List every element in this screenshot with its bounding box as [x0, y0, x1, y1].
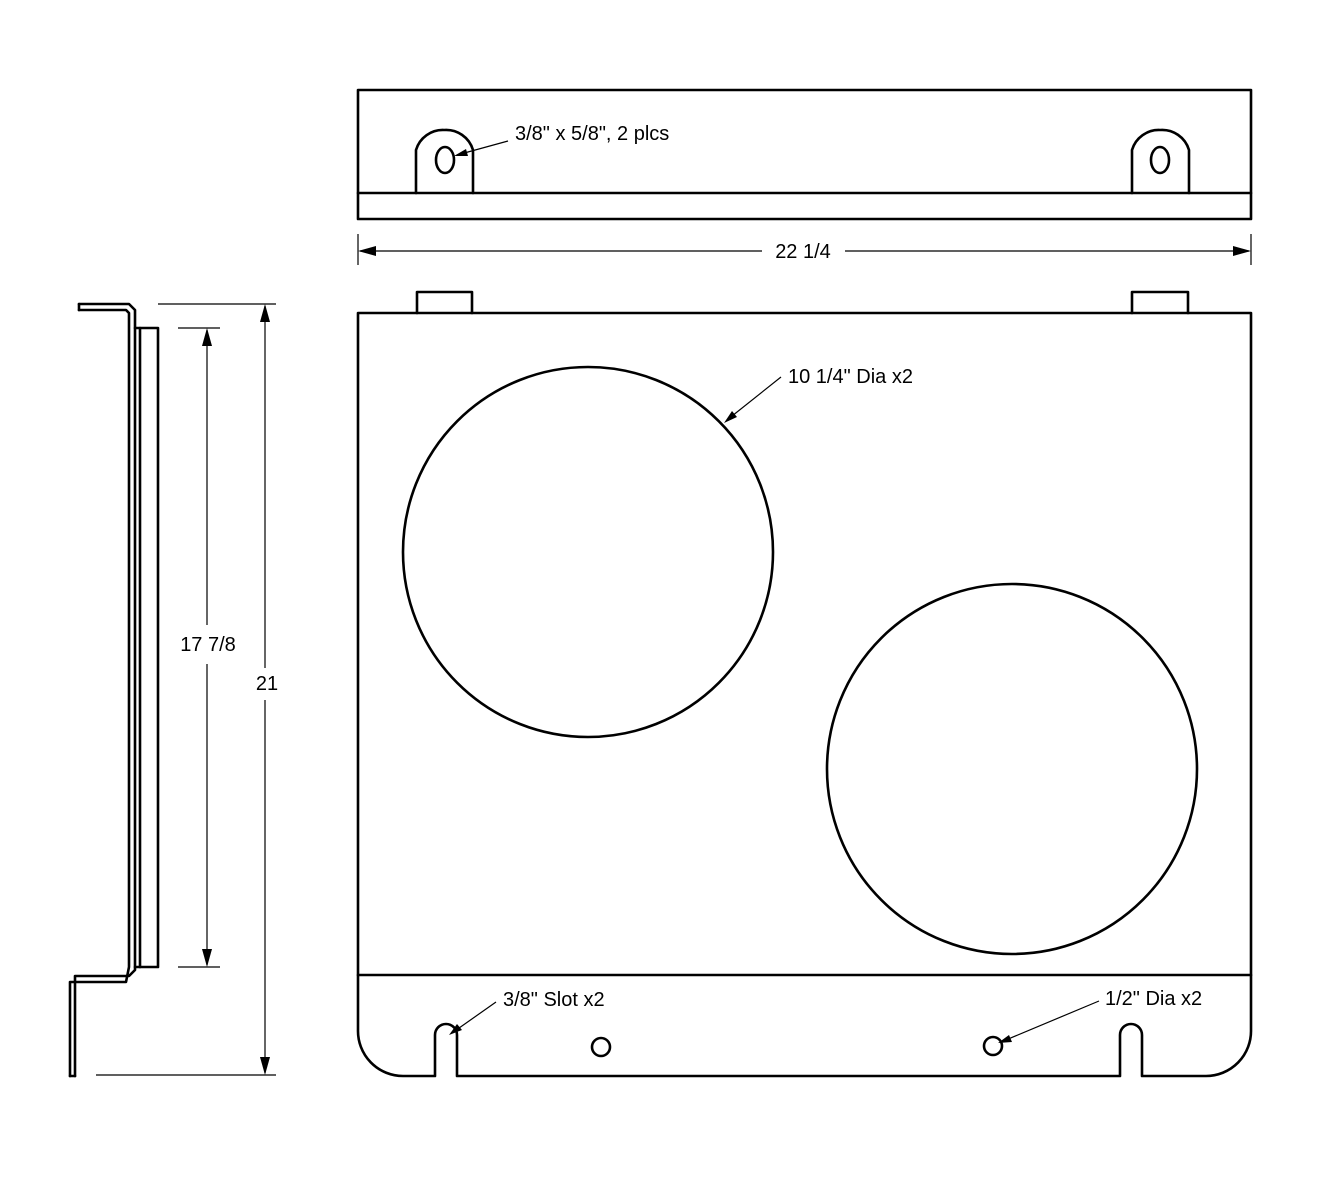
inner-height-arrow-bottom	[202, 949, 212, 967]
bottom-slot-callout: 3/8" Slot x2	[503, 989, 605, 1011]
large-hole-callout: 10 1/4" Dia x2	[788, 366, 913, 388]
small-hole-leader	[1000, 1000, 1100, 1043]
small-hole-right	[982, 1035, 1004, 1057]
small-hole-leader-arrow	[998, 1035, 1012, 1043]
front-view-outline	[356, 311, 1253, 1078]
width-dimension-label: 22 1/4	[775, 241, 831, 263]
large-hole-left	[401, 365, 775, 739]
side-view: 17 7/8 21	[68, 302, 278, 1078]
top-view-outline	[356, 88, 1253, 221]
top-view-right-tab	[1130, 128, 1191, 195]
inner-height-label: 17 7/8	[180, 634, 236, 656]
small-hole-left	[590, 1036, 612, 1058]
right-tab-slot	[1149, 145, 1171, 175]
tab-slot-callout: 3/8" x 5/8", 2 plcs	[515, 123, 669, 145]
inner-height-arrow-top	[202, 328, 212, 346]
width-arrow-left	[358, 246, 376, 256]
overall-height-arrow-bottom	[260, 1057, 270, 1075]
overall-height-label: 21	[256, 673, 278, 695]
overall-height-arrow-top	[260, 304, 270, 322]
large-hole-leader-arrow	[724, 411, 737, 423]
large-hole-right	[825, 582, 1199, 956]
tab-slot-leader-arrow	[454, 149, 468, 156]
width-arrow-right	[1233, 246, 1251, 256]
left-tab-slot	[434, 145, 456, 175]
side-view-outer-profile	[73, 302, 137, 1078]
front-view-right-tab	[1130, 290, 1190, 315]
large-hole-leader	[726, 376, 782, 421]
small-hole-callout: 1/2" Dia x2	[1105, 988, 1202, 1010]
top-view: 3/8" x 5/8", 2 plcs	[356, 88, 1253, 221]
front-view: 10 1/4" Dia x2 3/8" Slot x2 1/2" Dia x2	[356, 290, 1253, 1078]
side-view-inner-profile	[68, 308, 131, 1078]
front-view-left-tab	[415, 290, 474, 315]
width-dimension: 22 1/4	[357, 234, 1252, 265]
top-view-left-tab	[414, 128, 475, 195]
bottom-slot-leader-arrow	[449, 1024, 462, 1035]
side-view-flange	[133, 326, 160, 969]
